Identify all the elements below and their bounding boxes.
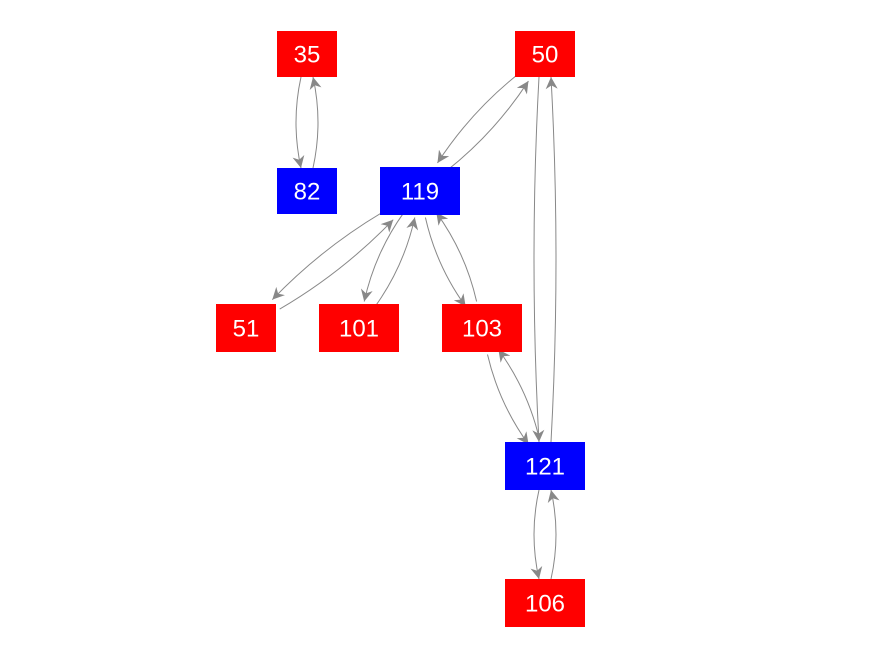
node-label: 51 bbox=[233, 316, 260, 343]
node-119[interactable]: 119 bbox=[380, 167, 460, 215]
node-50[interactable]: 50 bbox=[515, 31, 575, 77]
node-box bbox=[277, 168, 337, 214]
edge-121-to-50 bbox=[545, 76, 558, 443]
edge-82-to-35 bbox=[309, 76, 322, 169]
edge-101-to-119 bbox=[374, 217, 419, 307]
edge-119-to-51 bbox=[271, 209, 387, 301]
node-101[interactable]: 101 bbox=[319, 304, 399, 352]
node-label: 106 bbox=[525, 591, 565, 618]
node-box bbox=[515, 31, 575, 77]
node-box bbox=[505, 579, 585, 627]
nodes-layer: 35 50 82 119 51 101 103 121 106 bbox=[216, 31, 585, 627]
edge-121-to-106 bbox=[530, 489, 543, 580]
edge-103-to-121 bbox=[487, 354, 529, 445]
edge-119-to-101 bbox=[360, 212, 405, 302]
node-35[interactable]: 35 bbox=[277, 31, 337, 77]
edge-51-to-119 bbox=[279, 219, 394, 310]
node-label: 121 bbox=[525, 454, 565, 481]
node-box bbox=[277, 31, 337, 77]
node-label: 82 bbox=[294, 179, 321, 206]
node-box bbox=[319, 304, 399, 352]
node-51[interactable]: 51 bbox=[216, 304, 276, 352]
node-box bbox=[442, 304, 522, 352]
edges-layer bbox=[271, 72, 560, 580]
edge-103-to-119 bbox=[435, 212, 478, 302]
node-box bbox=[380, 167, 460, 215]
edge-50-to-119 bbox=[437, 72, 520, 164]
node-106[interactable]: 106 bbox=[505, 579, 585, 627]
node-121[interactable]: 121 bbox=[505, 442, 585, 490]
node-box bbox=[505, 442, 585, 490]
node-103[interactable]: 103 bbox=[442, 304, 522, 352]
edge-35-to-82 bbox=[292, 76, 305, 169]
node-82[interactable]: 82 bbox=[277, 168, 337, 214]
node-label: 50 bbox=[532, 42, 559, 69]
edge-119-to-103 bbox=[424, 217, 467, 307]
edge-106-to-121 bbox=[547, 489, 560, 580]
edge-121-to-103 bbox=[498, 349, 540, 440]
node-label: 35 bbox=[294, 42, 321, 69]
edge-50-to-121 bbox=[532, 76, 545, 443]
node-label: 103 bbox=[462, 316, 502, 343]
node-label: 101 bbox=[339, 316, 379, 343]
node-label: 119 bbox=[401, 179, 439, 206]
edge-119-to-50 bbox=[446, 80, 529, 172]
node-box bbox=[216, 304, 276, 352]
